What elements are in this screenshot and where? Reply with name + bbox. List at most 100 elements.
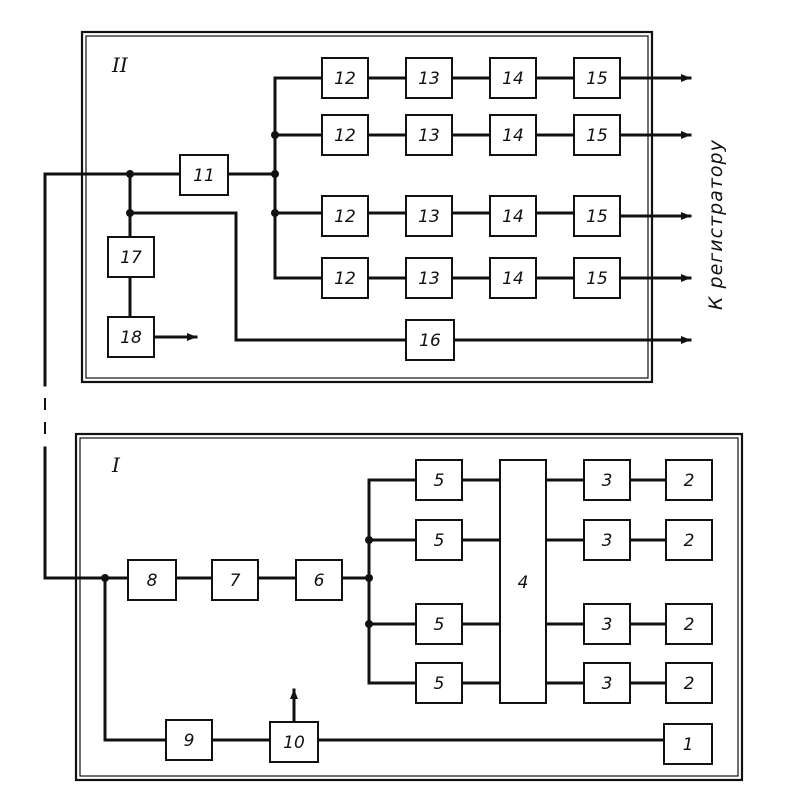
block-16: 16 bbox=[405, 319, 455, 361]
svg-text:13: 13 bbox=[418, 126, 440, 146]
svg-text:3: 3 bbox=[602, 471, 613, 491]
block-1: 1 bbox=[663, 723, 713, 765]
block-12-row2: 12 bbox=[321, 114, 369, 156]
svg-text:14: 14 bbox=[502, 269, 524, 289]
svg-text:5: 5 bbox=[434, 615, 445, 635]
block-5-row4: 5 bbox=[415, 662, 463, 704]
block-13-row3: 13 bbox=[405, 195, 453, 237]
svg-text:17: 17 bbox=[120, 248, 142, 268]
svg-text:2: 2 bbox=[684, 471, 695, 491]
svg-text:3: 3 bbox=[602, 615, 613, 635]
block-17: 17 bbox=[107, 236, 155, 278]
svg-text:14: 14 bbox=[502, 69, 524, 89]
output-caption: К регистратору bbox=[705, 139, 727, 310]
svg-text:15: 15 bbox=[586, 269, 608, 289]
block-2-row4: 2 bbox=[665, 662, 713, 704]
svg-text:13: 13 bbox=[418, 69, 440, 89]
block-13-row4: 13 bbox=[405, 257, 453, 299]
junction-dot bbox=[271, 209, 279, 217]
svg-text:16: 16 bbox=[419, 331, 441, 351]
panel-i-frame-outer bbox=[74, 432, 744, 782]
svg-text:12: 12 bbox=[334, 207, 356, 227]
svg-text:9: 9 bbox=[184, 731, 195, 751]
panel-ii-frame-inner bbox=[85, 35, 649, 379]
wire-8-to-9 bbox=[103, 576, 168, 742]
junction-dot bbox=[271, 131, 279, 139]
svg-text:2: 2 bbox=[684, 674, 695, 694]
svg-text:6: 6 bbox=[314, 571, 325, 591]
svg-text:13: 13 bbox=[418, 207, 440, 227]
junction-dot bbox=[365, 536, 373, 544]
block-4: 4 bbox=[499, 459, 547, 704]
junction-dot bbox=[126, 209, 134, 217]
block-12-row1: 12 bbox=[321, 57, 369, 99]
svg-text:3: 3 bbox=[602, 674, 613, 694]
block-10: 10 bbox=[269, 721, 319, 763]
wire-3-2 bbox=[628, 478, 668, 685]
block-8: 8 bbox=[127, 559, 177, 601]
svg-text:10: 10 bbox=[283, 733, 305, 753]
block-14-row4: 14 bbox=[489, 257, 537, 299]
svg-text:18: 18 bbox=[120, 328, 142, 348]
block-13-row1: 13 bbox=[405, 57, 453, 99]
link-bottom bbox=[43, 446, 130, 580]
panel-ii-label: II bbox=[111, 53, 129, 77]
panel-i-frame-inner bbox=[79, 437, 739, 777]
block-5-row2: 5 bbox=[415, 519, 463, 561]
svg-text:12: 12 bbox=[334, 126, 356, 146]
block-15-row2: 15 bbox=[573, 114, 621, 156]
block-13-row2: 13 bbox=[405, 114, 453, 156]
svg-text:12: 12 bbox=[334, 269, 356, 289]
block-9: 9 bbox=[165, 719, 213, 761]
junction-dot bbox=[271, 170, 279, 178]
block-15-row1: 15 bbox=[573, 57, 621, 99]
block-18: 18 bbox=[107, 316, 155, 358]
junction-dot bbox=[365, 620, 373, 628]
block-2-row3: 2 bbox=[665, 603, 713, 645]
block-3-row2: 3 bbox=[583, 519, 631, 561]
svg-text:14: 14 bbox=[502, 126, 524, 146]
svg-text:12: 12 bbox=[334, 69, 356, 89]
block-12-row3: 12 bbox=[321, 195, 369, 237]
wire-5-4 bbox=[460, 478, 502, 685]
block-5-row1: 5 bbox=[415, 459, 463, 501]
block-15-row4: 15 bbox=[573, 257, 621, 299]
svg-text:15: 15 bbox=[586, 126, 608, 146]
svg-text:15: 15 bbox=[586, 207, 608, 227]
block-14-row3: 14 bbox=[489, 195, 537, 237]
svg-text:7: 7 bbox=[230, 571, 241, 591]
block-11: 11 bbox=[179, 154, 229, 196]
block-5-row3: 5 bbox=[415, 603, 463, 645]
panel-i-label: I bbox=[111, 453, 121, 477]
svg-text:2: 2 bbox=[684, 531, 695, 551]
block-12-row4: 12 bbox=[321, 257, 369, 299]
svg-text:2: 2 bbox=[684, 615, 695, 635]
svg-text:15: 15 bbox=[586, 69, 608, 89]
svg-text:5: 5 bbox=[434, 674, 445, 694]
block-6: 6 bbox=[295, 559, 343, 601]
junction-dot bbox=[365, 574, 373, 582]
wire-4-3 bbox=[544, 478, 586, 685]
radio-link bbox=[43, 172, 130, 580]
block-14-row1: 14 bbox=[489, 57, 537, 99]
wire-to-16 bbox=[128, 211, 408, 342]
panel-i: I 8 7 6 5 5 5 5 4 3 3 3 3 2 bbox=[74, 432, 744, 782]
svg-text:3: 3 bbox=[602, 531, 613, 551]
block-3-row1: 3 bbox=[583, 459, 631, 501]
svg-text:14: 14 bbox=[502, 207, 524, 227]
svg-text:13: 13 bbox=[418, 269, 440, 289]
block-3-row4: 3 bbox=[583, 662, 631, 704]
block-2-row1: 2 bbox=[665, 459, 713, 501]
panel-ii: II 11 12 13 14 15 12 13 14 15 bbox=[43, 30, 692, 384]
junction-dot bbox=[126, 170, 134, 178]
svg-text:11: 11 bbox=[193, 166, 215, 186]
panel-ii-frame-outer bbox=[80, 30, 654, 384]
junction-dot bbox=[101, 574, 109, 582]
block-15-row3: 15 bbox=[573, 195, 621, 237]
svg-text:1: 1 bbox=[683, 735, 694, 755]
block-3-row3: 3 bbox=[583, 603, 631, 645]
svg-text:8: 8 bbox=[147, 571, 158, 591]
block-2-row2: 2 bbox=[665, 519, 713, 561]
block-7: 7 bbox=[211, 559, 259, 601]
svg-text:4: 4 bbox=[518, 573, 529, 593]
